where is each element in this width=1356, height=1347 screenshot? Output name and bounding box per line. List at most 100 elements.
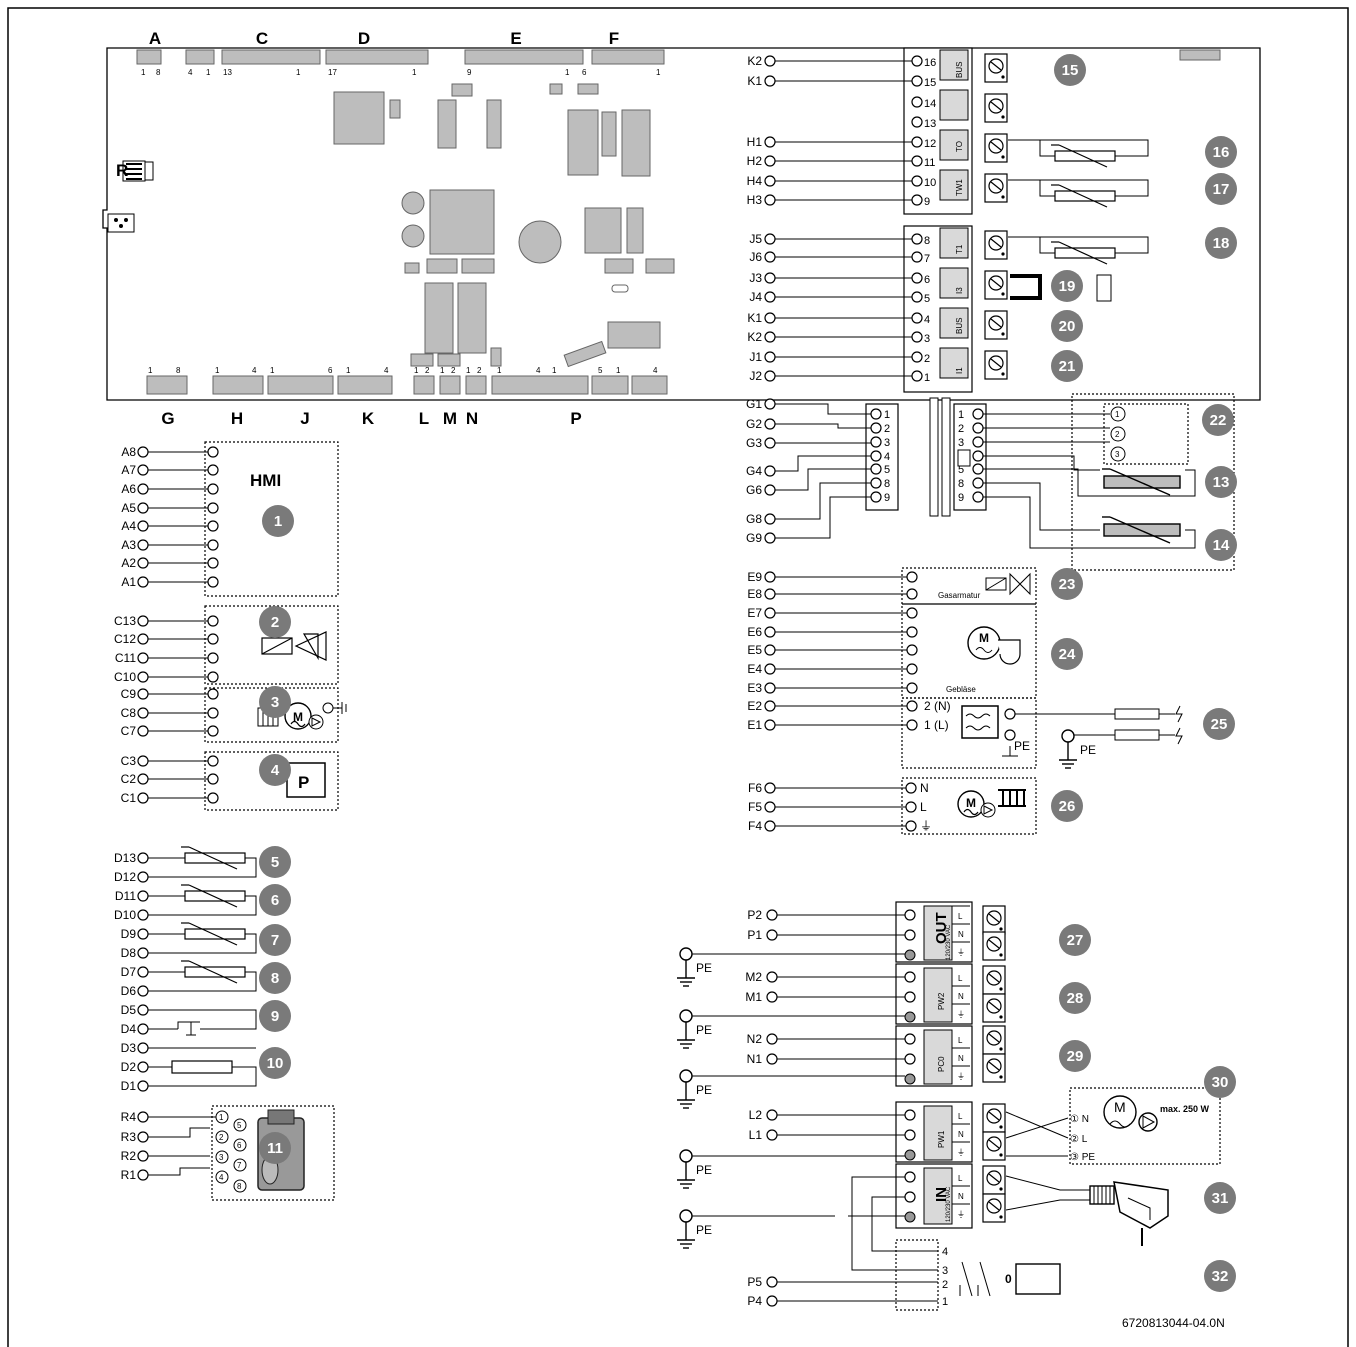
badge-5: 5 <box>259 846 291 878</box>
badge-18: 18 <box>1205 227 1237 259</box>
g-connector-group: 1 2 3 G1 G2 G3 G4 G6 G8 G9 1 2 3 4 5 8 9… <box>746 393 1235 571</box>
svg-text:R3: R3 <box>121 1130 137 1144</box>
connector-letter: E <box>510 29 521 48</box>
badge-4: 4 <box>259 754 291 786</box>
connector-letter: K <box>362 409 375 428</box>
svg-text:PE: PE <box>696 1163 712 1177</box>
svg-text:13: 13 <box>223 68 232 77</box>
svg-text:D1: D1 <box>121 1079 137 1093</box>
badge-25: 25 <box>1203 708 1235 740</box>
svg-text:2 (N): 2 (N) <box>924 699 951 713</box>
svg-text:21: 21 <box>1059 358 1076 375</box>
svg-text:D12: D12 <box>114 870 136 884</box>
svg-text:C2: C2 <box>121 772 137 786</box>
svg-text:N2: N2 <box>747 1032 763 1046</box>
svg-text:14: 14 <box>1213 537 1230 554</box>
svg-text:9: 9 <box>271 1008 279 1025</box>
svg-text:C12: C12 <box>114 632 136 646</box>
ignition-transformer-icon <box>961 705 999 739</box>
svg-text:2: 2 <box>958 423 964 435</box>
svg-text:2: 2 <box>477 366 482 375</box>
svg-text:C7: C7 <box>121 724 137 738</box>
svg-text:A6: A6 <box>121 482 136 496</box>
svg-text:L: L <box>958 912 963 921</box>
svg-text:M2: M2 <box>745 970 762 984</box>
svg-text:J6: J6 <box>749 250 762 264</box>
svg-text:E5: E5 <box>747 643 762 657</box>
radiator-icon <box>998 789 1026 807</box>
svg-text:4: 4 <box>252 366 257 375</box>
svg-text:PE: PE <box>696 961 712 975</box>
svg-text:3: 3 <box>219 1153 224 1162</box>
svg-text:8: 8 <box>884 478 890 490</box>
svg-text:C1: C1 <box>121 791 137 805</box>
badge-20: 20 <box>1051 310 1083 342</box>
svg-text:TO: TO <box>955 141 964 152</box>
svg-text:6: 6 <box>582 68 587 77</box>
svg-text:2: 2 <box>884 423 890 435</box>
badge-32: 32 <box>1204 1260 1236 1292</box>
badge-16: 16 <box>1205 136 1237 168</box>
svg-text:L1: L1 <box>749 1128 763 1142</box>
pump-group: C9 C8 C7 M <box>121 687 347 743</box>
svg-text:A3: A3 <box>121 538 136 552</box>
svg-text:N: N <box>920 781 929 795</box>
sensor-list: D13 D12 D11 D10 D9 D8 D7 D6 D5 D4 D3 D2 … <box>114 846 257 1093</box>
svg-text:A7: A7 <box>121 463 136 477</box>
badge-8: 8 <box>259 962 291 994</box>
svg-text:25: 25 <box>1211 716 1228 733</box>
svg-text:0: 0 <box>1005 1272 1012 1286</box>
svg-text:Gebläse: Gebläse <box>946 685 976 694</box>
svg-text:3: 3 <box>271 694 279 711</box>
svg-text:16: 16 <box>1213 144 1230 161</box>
svg-text:PE: PE <box>1080 743 1096 757</box>
svg-text:6: 6 <box>237 1141 242 1150</box>
connector-letter: F <box>609 29 619 48</box>
svg-text:BUS: BUS <box>955 62 964 78</box>
svg-text:E8: E8 <box>747 587 762 601</box>
svg-text:13: 13 <box>924 118 936 130</box>
e-connector-group: Gasarmatur Gebläse M E9 E8 E7 E6 E5 E4 E… <box>747 567 1183 769</box>
svg-text:4: 4 <box>188 68 193 77</box>
svg-text:28: 28 <box>1067 990 1084 1007</box>
svg-text:5: 5 <box>958 464 964 476</box>
svg-text:32: 32 <box>1212 1268 1229 1285</box>
svg-text:Gasarmatur: Gasarmatur <box>938 591 981 600</box>
badge-2: 2 <box>259 606 291 638</box>
svg-text:I3: I3 <box>955 287 964 294</box>
svg-text:8: 8 <box>176 366 181 375</box>
svg-text:D7: D7 <box>121 965 137 979</box>
svg-text:6: 6 <box>271 892 279 909</box>
svg-text:5: 5 <box>237 1121 242 1130</box>
svg-text:⏚: ⏚ <box>957 1210 965 1219</box>
svg-text:1: 1 <box>412 68 417 77</box>
svg-text:15: 15 <box>1062 62 1079 79</box>
motor-30-icon <box>1103 1095 1137 1129</box>
svg-text:⏚: ⏚ <box>957 948 965 957</box>
badge-24: 24 <box>1051 638 1083 670</box>
badge-29: 29 <box>1059 1040 1091 1072</box>
svg-text:max. 250 W: max. 250 W <box>1160 1104 1210 1114</box>
svg-text:8: 8 <box>237 1182 242 1191</box>
svg-text:5: 5 <box>271 854 279 871</box>
badge-6: 6 <box>259 884 291 916</box>
svg-text:1: 1 <box>219 1113 224 1122</box>
svg-text:11: 11 <box>924 157 935 169</box>
badge-1: 1 <box>262 505 294 537</box>
svg-text:P5: P5 <box>747 1275 762 1289</box>
svg-text:E7: E7 <box>747 606 762 620</box>
svg-text:P: P <box>298 773 309 792</box>
svg-text:D13: D13 <box>114 851 136 865</box>
svg-text:4: 4 <box>884 451 890 463</box>
svg-text:L: L <box>958 1036 963 1045</box>
badge-14: 14 <box>1205 529 1237 561</box>
svg-text:E4: E4 <box>747 662 762 676</box>
svg-text:6: 6 <box>328 366 333 375</box>
svg-text:PE: PE <box>696 1023 712 1037</box>
svg-text:J4: J4 <box>749 290 762 304</box>
svg-text:C10: C10 <box>114 670 136 684</box>
svg-text:9: 9 <box>467 68 472 77</box>
svg-text:J1: J1 <box>749 350 762 364</box>
top-pin-marks: 1 8 4 1 13 1 17 1 9 1 6 1 <box>141 68 661 77</box>
svg-text:D9: D9 <box>121 927 137 941</box>
